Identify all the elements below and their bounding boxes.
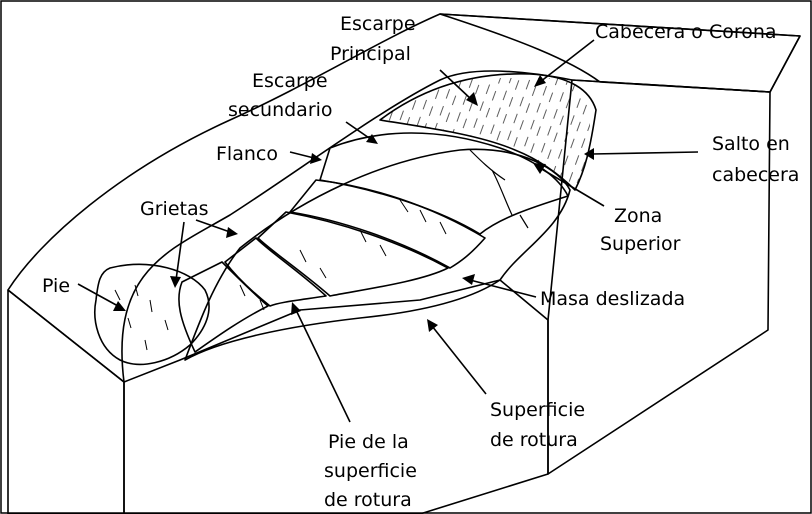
arrow-superficie	[427, 319, 438, 332]
arrow-pie-superficie	[291, 302, 301, 315]
label-grietas: Grietas	[140, 198, 209, 220]
label-zona-1: Zona	[614, 205, 662, 227]
label-pie-superficie-2: superficie	[324, 460, 417, 482]
label-cabecera-corona: Cabecera o Corona	[595, 21, 777, 43]
label-flanco: Flanco	[216, 143, 278, 165]
block-top-surface	[8, 14, 800, 382]
label-zona-2: Superior	[600, 233, 681, 255]
label-escarpe-secundario-1: Escarpe	[252, 70, 328, 92]
toe-mass	[95, 264, 209, 364]
label-superficie-2: de rotura	[490, 429, 578, 451]
label-salto-2: cabecera	[712, 164, 799, 186]
label-escarpe-secundario-2: secundario	[228, 99, 333, 121]
leader-salto	[592, 152, 698, 154]
block-left-face	[8, 290, 124, 514]
label-pie-superficie-3: de rotura	[324, 489, 412, 511]
leader-flanco	[290, 152, 314, 158]
arrow-zona	[533, 163, 546, 174]
arrow-grietas	[226, 227, 238, 238]
displaced-band-4	[179, 262, 268, 352]
slip-surface	[185, 149, 570, 360]
label-escarpe-principal-1: Escarpe	[340, 13, 416, 35]
arrow-pie	[113, 301, 126, 311]
label-masa-deslizada: Masa deslizada	[540, 288, 685, 310]
leader-grietas	[196, 220, 230, 232]
arrow-masa	[462, 274, 475, 285]
leader-escarpe-secundario	[346, 122, 372, 140]
arrow-grietas-2	[170, 276, 181, 288]
label-pie: Pie	[42, 275, 70, 297]
leader-cabecera	[540, 40, 594, 82]
leader-pie-superficie	[296, 310, 350, 422]
label-superficie-1: Superficie	[490, 399, 585, 421]
secondary-scarp-band	[290, 180, 485, 268]
cracks	[470, 150, 528, 228]
label-salto-1: Salto en	[712, 133, 790, 155]
leader-superficie	[432, 326, 486, 394]
displaced-band-2	[258, 212, 448, 296]
label-escarpe-principal-2: Principal	[330, 43, 411, 65]
label-pie-superficie-1: Pie de la	[328, 431, 409, 453]
